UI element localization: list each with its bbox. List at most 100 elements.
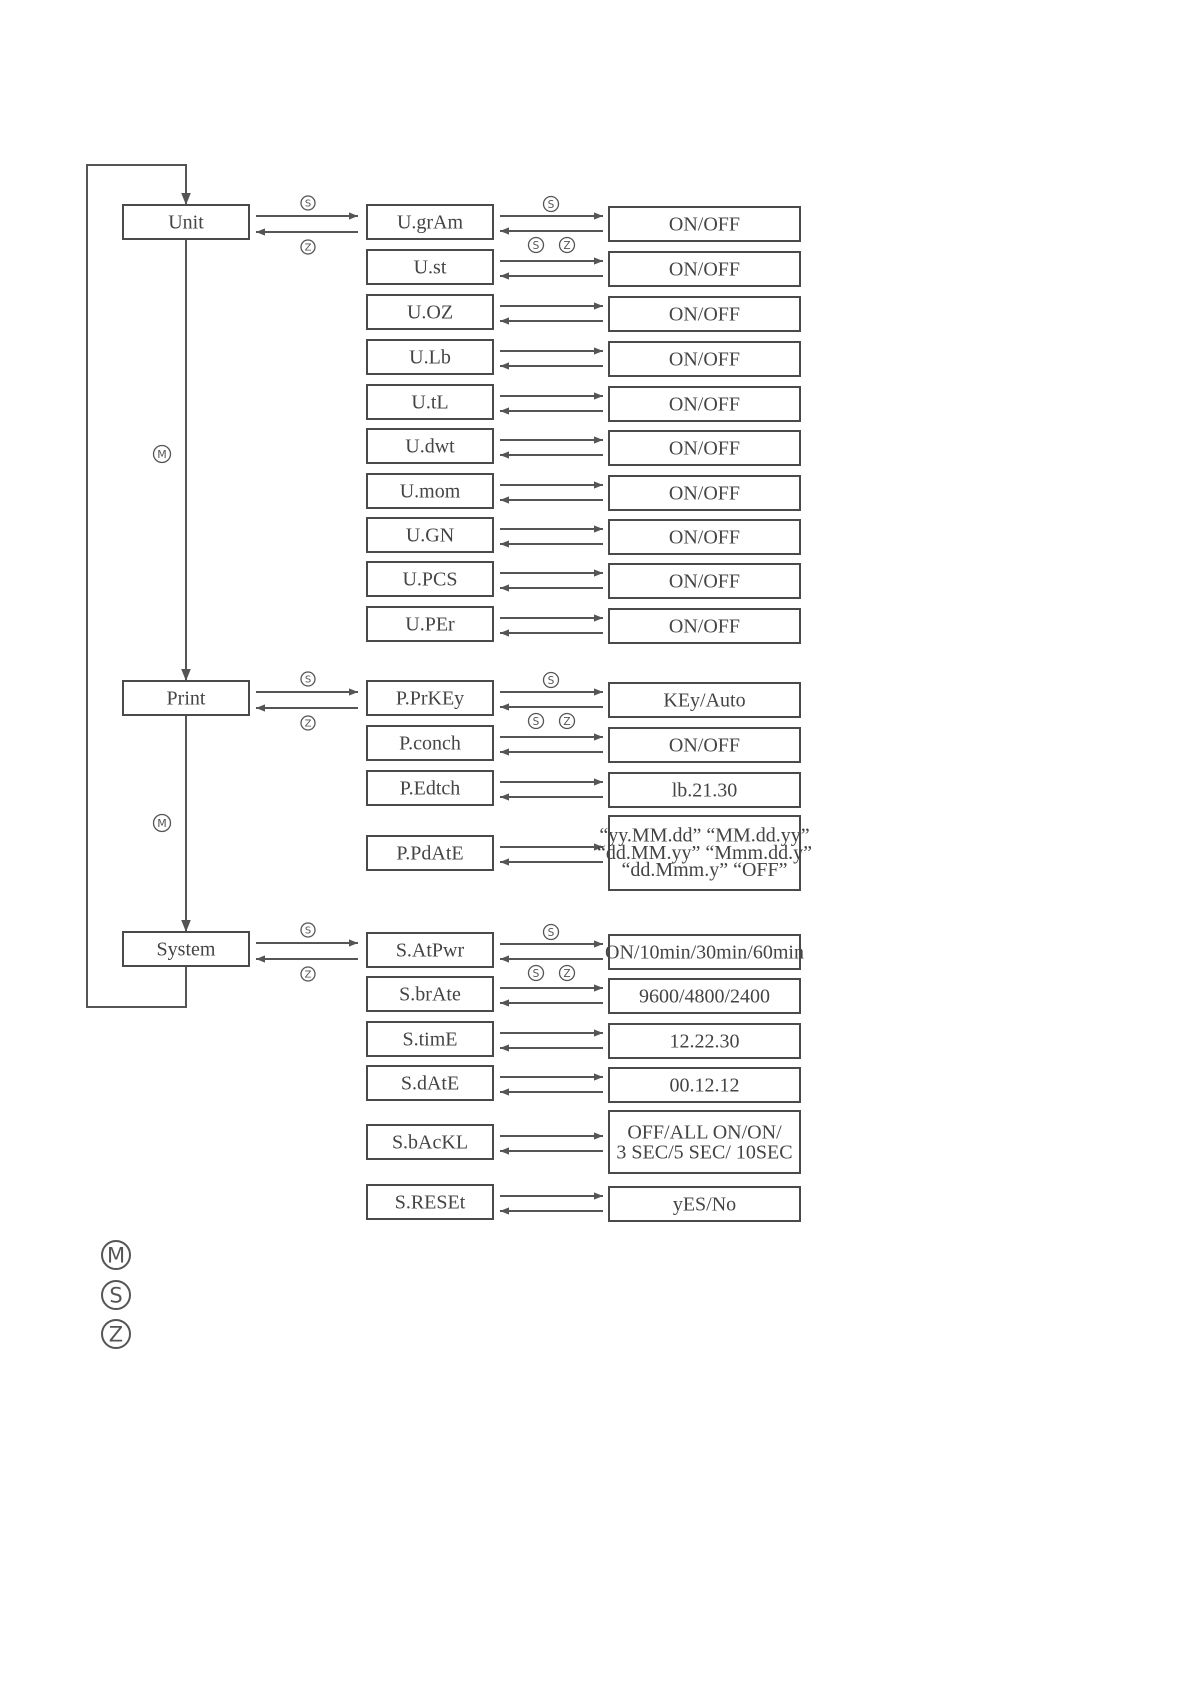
item-s-date-box-label: S.dAtE [401,1073,459,1095]
item-p-prkey-value-box-frame [608,682,801,718]
item-u-mom-box-frame [366,473,494,509]
item-s-reset-box-frame [366,1184,494,1220]
item-u-gram-arrows [500,212,603,235]
item-s-time-value-box-label: 12.22.30 [670,1031,740,1053]
menu-unit-s-symbol: S [300,195,316,211]
menu-system-box: System [122,931,250,967]
item-u-gram-back-z-symbol: Z [558,236,576,254]
item-u-tl-value-box-label: ON/OFF [669,394,740,416]
item-p-pdate-value-box-label: “dd.Mmm.y” “OFF” [621,859,787,881]
item-s-reset-value-box: yES/No [608,1186,801,1222]
item-s-atpwr-box-label: S.AtPwr [396,940,465,962]
item-p-edtch-value-box-label: lb.21.30 [672,780,738,802]
menu-system-s-symbol: S [300,922,316,938]
item-u-lb-box-label: U.Lb [409,347,451,369]
item-u-tl-box-label: U.tL [411,392,448,414]
item-p-prkey-box-label: P.PrKEy [396,688,464,710]
item-s-atpwr-s-symbol: S [542,923,560,941]
item-u-per-box-frame [366,606,494,642]
system-to-unit-loop-arrow [86,164,191,1008]
item-u-oz-box-frame [366,294,494,330]
item-u-mom-box: U.mom [366,473,494,509]
item-s-backl-value-box-frame [608,1110,801,1174]
item-s-date-box-frame [366,1065,494,1101]
item-s-atpwr-arrows [500,940,603,963]
item-p-pdate-value-box-label: “yy.MM.dd” “MM.dd.yy” [599,824,809,846]
item-u-lb-arrows [500,347,603,370]
item-s-atpwr-back-s-symbol: S [527,964,545,982]
item-p-prkey-arrows [500,688,603,711]
print-to-system-m-symbol-letter: M [157,817,167,830]
menu-unit-z-symbol: Z [300,239,316,255]
item-u-gn-box-label: U.GN [406,525,454,547]
item-u-gram-box-frame [366,204,494,240]
menu-unit-box: Unit [122,204,250,240]
item-p-edtch-box-frame [366,770,494,806]
item-s-backl-value-box-label: OFF/ALL ON/ON/ [627,1122,782,1144]
item-u-lb-box: U.Lb [366,339,494,375]
item-s-reset-value-box-label: yES/No [673,1194,736,1216]
menu-unit-box-frame [122,204,250,240]
menu-print-s-symbol: S [300,671,316,687]
item-u-per-box-label: U.PEr [405,614,455,636]
menu-print-box: Print [122,680,250,716]
item-u-st-box: U.st [366,249,494,285]
item-u-gram-back-s-symbol: S [527,236,545,254]
item-u-dwt-box-frame [366,428,494,464]
item-u-st-value-box-frame [608,251,801,287]
item-s-backl-box: S.bAcKL [366,1124,494,1160]
item-s-brate-box-frame [366,976,494,1012]
item-s-time-box-frame [366,1021,494,1057]
unit-to-print-m-symbol-letter: M [157,448,167,461]
item-s-date-value-box-label: 00.12.12 [670,1075,740,1097]
legend-z-symbol: Z [101,1319,131,1349]
menu-print-link [256,688,358,712]
item-s-brate-arrows [500,984,603,1007]
item-u-lb-value-box-label: ON/OFF [669,349,740,371]
connector-lines [86,164,603,1215]
item-s-date-box: S.dAtE [366,1065,494,1101]
item-p-prkey-back-z-symbol: Z [558,712,576,730]
item-s-atpwr-value-box-frame [608,934,801,970]
item-u-pcs-box-frame [366,561,494,597]
item-u-mom-box-label: U.mom [400,481,461,503]
item-u-gn-box-frame [366,517,494,553]
item-s-date-value-box-frame [608,1067,801,1103]
menu-print-s-symbol-letter: S [305,675,311,686]
legend: MSZ [101,1240,131,1349]
legend-s-symbol: S [101,1280,131,1310]
item-p-conch-box-frame [366,725,494,761]
item-p-conch-box-label: P.conch [399,733,461,755]
item-u-lb-value-box-frame [608,341,801,377]
item-p-prkey-s-symbol: S [542,671,560,689]
item-p-pdate-box: P.PdAtE [366,835,494,871]
item-s-atpwr-back-z-symbol: Z [558,964,576,982]
item-s-atpwr-s-symbol-letter: S [548,927,555,939]
item-u-oz-box: U.OZ [366,294,494,330]
item-p-prkey-box-frame [366,680,494,716]
item-u-lb-value-box: ON/OFF [608,341,801,377]
item-u-gn-arrows [500,525,603,548]
legend-m-symbol-letter: M [107,1244,125,1268]
menu-system-link [256,939,358,963]
menu-print-z-symbol: Z [300,715,316,731]
item-s-backl-arrows [500,1132,603,1155]
item-u-pcs-value-box: ON/OFF [608,563,801,599]
item-u-mom-value-box-label: ON/OFF [669,483,740,505]
item-p-conch-value-box: ON/OFF [608,727,801,763]
item-p-edtch-value-box: lb.21.30 [608,772,801,808]
item-u-tl-value-box-frame [608,386,801,422]
print-to-system-m-symbol: M [152,813,172,833]
menu-print-z-symbol-letter: Z [305,719,312,730]
item-u-per-value-box: ON/OFF [608,608,801,644]
item-s-brate-box: S.brAte [366,976,494,1012]
item-u-dwt-value-box-frame [608,430,801,466]
item-u-st-arrows [500,257,603,280]
menu-unit-box-label: Unit [168,212,204,234]
item-s-atpwr-box-frame [366,932,494,968]
menu-system-s-symbol-letter: S [305,926,311,937]
item-p-edtch-box-label: P.Edtch [400,778,461,800]
item-u-mom-value-box: ON/OFF [608,475,801,511]
item-p-prkey-back-s-symbol: S [527,712,545,730]
